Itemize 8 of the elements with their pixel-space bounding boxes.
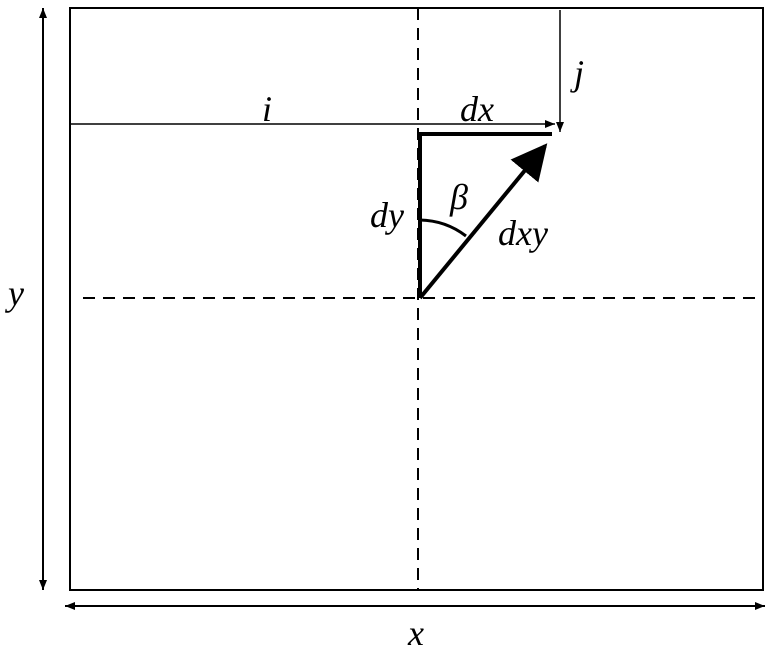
vector-label: dy: [369, 194, 405, 237]
distance-label: j: [570, 52, 588, 96]
axis-label: x: [406, 612, 425, 646]
axis-label: y: [4, 272, 28, 316]
angle-label: β: [448, 176, 469, 219]
vector-label: dxy: [497, 212, 549, 255]
vector-label: dx: [459, 88, 495, 131]
distance-label: i: [261, 88, 274, 131]
